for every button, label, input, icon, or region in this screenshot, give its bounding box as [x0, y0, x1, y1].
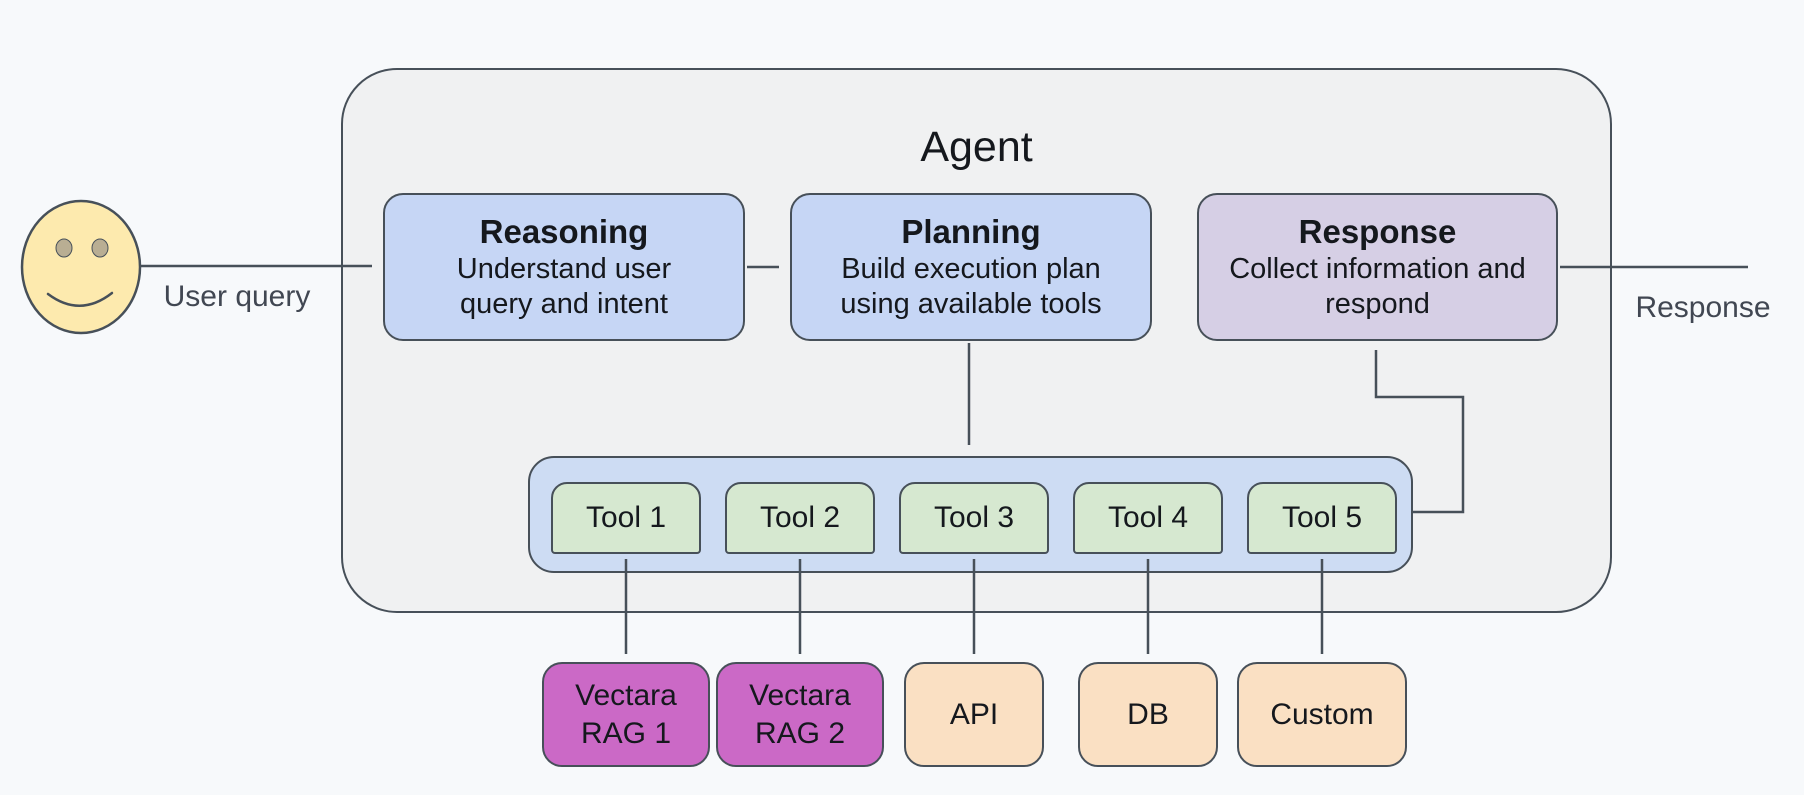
user-smiley-icon	[20, 199, 142, 335]
stage-reasoning-title: Reasoning	[479, 213, 649, 250]
stage-planning-title: Planning	[901, 213, 1041, 250]
tool-4: Tool 4	[1073, 482, 1223, 554]
datasource-vectara-rag-1-label: Vectara RAG 1	[575, 678, 677, 750]
datasource-custom: Custom	[1237, 662, 1407, 767]
datasource-vectara-rag-1: Vectara RAG 1	[542, 662, 710, 767]
tool-4-label: Tool 4	[1107, 501, 1189, 534]
datasource-vectara-rag-2: Vectara RAG 2	[716, 662, 884, 767]
tool-3: Tool 3	[899, 482, 1049, 554]
tool-2-label: Tool 2	[759, 501, 841, 534]
tool-2: Tool 2	[725, 482, 875, 554]
datasource-api-label: API	[949, 697, 999, 731]
smiley-left-eye	[55, 238, 73, 258]
tool-5: Tool 5	[1247, 482, 1397, 554]
tool-1-label: Tool 1	[585, 501, 667, 534]
datasource-db: DB	[1078, 662, 1218, 767]
stage-response: Response Collect information and respond	[1197, 193, 1558, 341]
tool-1: Tool 1	[551, 482, 701, 554]
datasource-api: API	[904, 662, 1044, 767]
smiley-right-eye	[91, 238, 109, 258]
stage-reasoning: Reasoning Understand user query and inte…	[383, 193, 745, 341]
tool-5-label: Tool 5	[1281, 501, 1363, 534]
stage-planning-description: Build execution plan using available too…	[840, 253, 1102, 320]
stage-reasoning-description: Understand user query and intent	[456, 253, 672, 320]
stage-response-title: Response	[1298, 213, 1457, 250]
datasource-db-label: DB	[1127, 697, 1169, 731]
datasource-custom-label: Custom	[1270, 697, 1374, 731]
tool-3-label: Tool 3	[933, 501, 1015, 534]
response-output-label: Response	[1635, 291, 1771, 324]
agent-container-title: Agent	[920, 123, 1033, 171]
smiley-mouth	[46, 291, 114, 307]
stage-planning: Planning Build execution plan using avai…	[790, 193, 1152, 341]
smiley-head	[20, 199, 142, 335]
user-query-label: User query	[163, 280, 311, 313]
stage-response-description: Collect information and respond	[1229, 253, 1526, 320]
datasource-vectara-rag-2-label: Vectara RAG 2	[749, 678, 851, 750]
